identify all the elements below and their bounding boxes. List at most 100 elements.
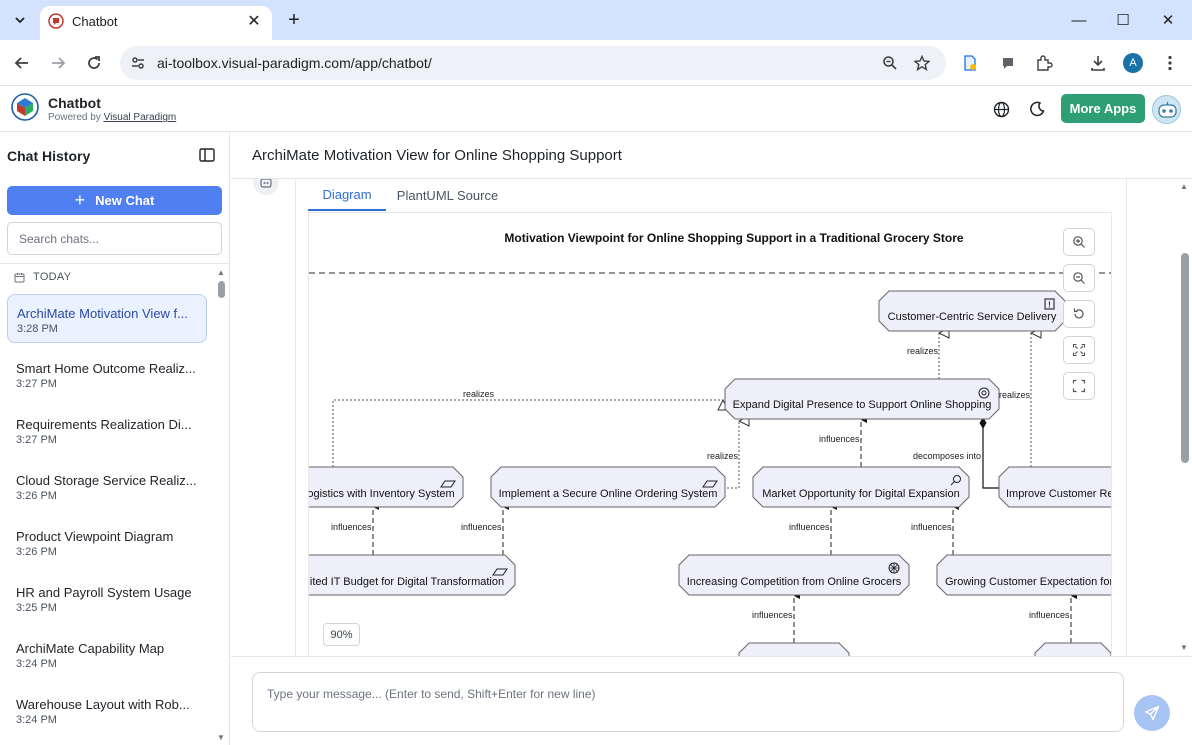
new-chat-button[interactable]: + New Chat xyxy=(7,186,222,215)
list-item[interactable]: Smart Home Outcome Realiz... 3:27 PM xyxy=(7,350,207,399)
chat-list: ArchiMate Motivation View f... 3:28 PM S… xyxy=(0,294,214,745)
list-item[interactable]: ArchiMate Motivation View f... 3:28 PM xyxy=(7,294,207,343)
sidebar-scroll-up-arrow[interactable]: ▲ xyxy=(217,268,225,277)
url-text[interactable]: ai-toolbox.visual-paradigm.com/app/chatb… xyxy=(157,55,432,71)
connector-decomposes-outcome-improve xyxy=(982,421,999,489)
node-improve xyxy=(998,466,1111,508)
window-minimize-button[interactable]: — xyxy=(1071,11,1087,29)
node-logistics xyxy=(309,466,464,508)
window-maximize-button[interactable]: ☐ xyxy=(1116,12,1130,29)
fit-to-screen-button[interactable] xyxy=(1063,336,1095,364)
browser-tab-strip: Chatbot ✕ + — ☐ ✕ xyxy=(0,0,1192,40)
message-input[interactable] xyxy=(252,672,1124,732)
extensions-puzzle-icon[interactable] xyxy=(1032,51,1056,75)
chat-item-time: 3:24 PM xyxy=(16,714,57,726)
main-scroll-up-arrow[interactable]: ▲ xyxy=(1180,182,1188,191)
tab-diagram[interactable]: Diagram xyxy=(308,179,386,211)
node-goal xyxy=(878,290,1066,332)
more-apps-button[interactable]: More Apps xyxy=(1061,94,1145,123)
assessment-magnifier-icon xyxy=(953,475,961,483)
list-item[interactable]: ArchiMate Capability Map 3:24 PM xyxy=(7,630,207,679)
profile-avatar[interactable]: A xyxy=(1123,53,1143,73)
requirement-icon xyxy=(702,480,718,488)
chat-item-title: Product Viewpoint Diagram xyxy=(16,529,174,544)
sidebar-toggle-icon[interactable] xyxy=(198,146,216,164)
chat-item-title: ArchiMate Motivation View f... xyxy=(17,306,188,321)
tab-plantuml-source[interactable]: PlantUML Source xyxy=(396,187,499,203)
zoom-out-button[interactable] xyxy=(1063,264,1095,292)
zoom-in-icon xyxy=(1073,236,1085,248)
calendar-icon xyxy=(14,272,25,282)
list-item[interactable]: HR and Payroll System Usage 3:25 PM xyxy=(7,574,207,623)
site-settings-icon[interactable] xyxy=(128,53,148,73)
page-title: ArchiMate Motivation View for Online Sho… xyxy=(252,147,622,164)
sidebar-scrollbar-thumb[interactable] xyxy=(218,281,225,298)
address-bar[interactable]: ai-toolbox.visual-paradigm.com/app/chatb… xyxy=(120,46,946,80)
node-competition-label: Increasing Competition from Online Groce… xyxy=(687,576,902,588)
main-scrollbar-thumb[interactable] xyxy=(1181,253,1189,463)
visual-paradigm-link[interactable]: Visual Paradigm xyxy=(103,112,177,123)
node-logistics-label: ogistics with Inventory System xyxy=(309,488,455,500)
connector-realizes-logistics-outcome xyxy=(332,400,723,467)
reload-icon[interactable] xyxy=(80,49,108,77)
send-paper-plane-icon xyxy=(1144,705,1160,721)
window-close-button[interactable]: ✕ xyxy=(1161,12,1175,29)
label-realizes-right: realizes xyxy=(999,390,1031,400)
chat-item-time: 3:27 PM xyxy=(16,434,57,446)
back-arrow-icon[interactable] xyxy=(8,49,36,77)
connector-realizes-ordering-outcome xyxy=(727,421,739,489)
downloads-icon[interactable] xyxy=(1086,51,1110,75)
send-button[interactable] xyxy=(1134,695,1170,731)
chat-item-title: Cloud Storage Service Realiz... xyxy=(16,473,197,488)
bookmark-star-icon[interactable] xyxy=(912,53,932,73)
node-outcome xyxy=(724,378,1000,420)
node-improve-label: Improve Customer Re xyxy=(1006,488,1112,500)
diagram-viewer[interactable]: Motivation Viewpoint for Online Shopping… xyxy=(308,212,1112,656)
bot-avatar-icon[interactable] xyxy=(1152,95,1181,124)
new-tab-button[interactable]: + xyxy=(288,8,300,31)
main-scroll-down-arrow[interactable]: ▼ xyxy=(1180,643,1188,652)
extension-chat-icon[interactable] xyxy=(996,51,1020,75)
principle-icon xyxy=(1044,298,1055,310)
fullscreen-icon xyxy=(1072,379,1086,393)
sidebar-scroll-down-arrow[interactable]: ▼ xyxy=(217,733,225,742)
list-item[interactable]: Warehouse Layout with Rob... 3:24 PM xyxy=(7,686,207,735)
chatbot-favicon-icon xyxy=(48,13,64,29)
list-item[interactable]: Product Viewpoint Diagram 3:26 PM xyxy=(7,518,207,567)
node-competition xyxy=(678,554,910,596)
diagram-card: Diagram PlantUML Source Motivation Viewp… xyxy=(295,179,1127,656)
today-text: TODAY xyxy=(33,271,72,283)
diagram-title: Motivation Viewpoint for Online Shopping… xyxy=(504,231,963,245)
chat-item-time: 3:24 PM xyxy=(16,658,57,670)
node-budget-label: ited IT Budget for Digital Transformatio… xyxy=(310,576,504,588)
label-influences-grow: influences xyxy=(1029,610,1070,620)
extension-document-icon[interactable] xyxy=(958,51,982,75)
app-header: Chatbot Powered by Visual Paradigm More … xyxy=(0,87,1192,132)
fullscreen-button[interactable] xyxy=(1063,372,1095,400)
browser-toolbar: ai-toolbox.visual-paradigm.com/app/chatb… xyxy=(0,40,1192,86)
search-chats-input[interactable] xyxy=(7,222,222,255)
reset-zoom-button[interactable] xyxy=(1063,300,1095,328)
node-market-label: Market Opportunity for Digital Expansion xyxy=(762,488,959,500)
list-item[interactable]: Requirements Realization Di... 3:27 PM xyxy=(7,406,207,455)
dark-mode-moon-icon[interactable] xyxy=(1026,98,1048,120)
tab-search-chevron-icon[interactable] xyxy=(8,8,32,32)
node-ordering-label: Implement a Secure Online Ordering Syste… xyxy=(499,488,718,500)
browser-tab-chatbot[interactable]: Chatbot ✕ xyxy=(40,6,272,40)
powered-by-prefix: Powered by xyxy=(48,112,104,123)
label-realizes-top: realizes xyxy=(907,346,939,356)
list-item[interactable]: Cloud Storage Service Realiz... 3:26 PM xyxy=(7,462,207,511)
node-ordering xyxy=(490,466,726,508)
zoom-magnifier-icon[interactable] xyxy=(880,53,900,73)
forward-arrow-icon[interactable] xyxy=(44,49,72,77)
constraint-icon xyxy=(492,568,508,576)
zoom-in-button[interactable] xyxy=(1063,228,1095,256)
course-of-action-icon xyxy=(440,480,456,488)
language-globe-icon[interactable] xyxy=(990,98,1012,120)
chat-item-title: HR and Payroll System Usage xyxy=(16,585,192,600)
browser-menu-kebab-icon[interactable] xyxy=(1158,51,1182,75)
chat-item-time: 3:26 PM xyxy=(16,490,57,502)
chat-item-time: 3:25 PM xyxy=(16,602,57,614)
group-label-today: TODAY xyxy=(14,271,71,283)
tab-close-icon[interactable]: ✕ xyxy=(247,13,261,30)
